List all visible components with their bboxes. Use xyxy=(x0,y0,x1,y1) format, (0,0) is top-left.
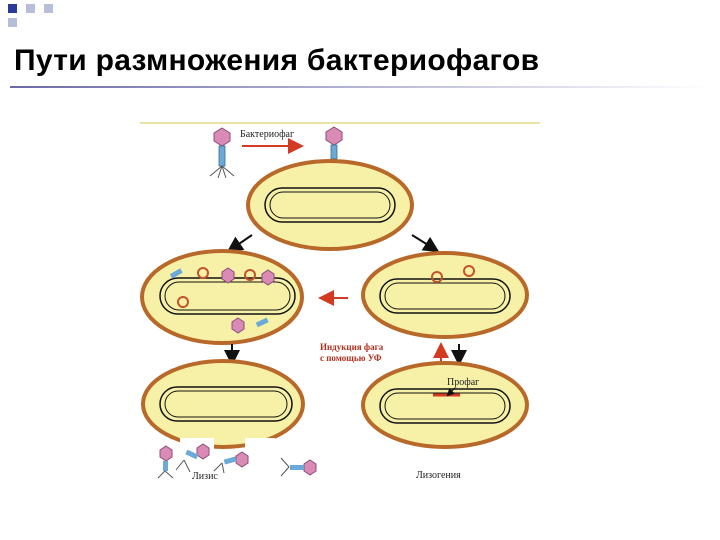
bacterial-cell-lysogenic xyxy=(361,251,529,339)
square-light-icon xyxy=(26,4,35,13)
label-prophage: Профаг xyxy=(447,377,479,388)
prophage-pointer xyxy=(446,387,456,397)
square-dark-icon xyxy=(8,4,17,13)
bacterial-cell-lytic xyxy=(140,249,304,345)
slide-title: Пути размножения бактериофагов xyxy=(14,44,540,77)
label-induction-line2: с помощью УФ xyxy=(320,353,382,363)
label-lysis: Лизис xyxy=(192,471,218,482)
bacterial-cell xyxy=(246,159,414,251)
square-light-icon xyxy=(8,18,17,27)
label-bacteriophage: Бактериофаг xyxy=(240,129,294,140)
released-phages xyxy=(157,443,317,479)
title-underline xyxy=(10,86,710,88)
decorative-corner-squares xyxy=(0,0,60,30)
bacterial-cell-prophage xyxy=(361,361,529,449)
phage-icon xyxy=(209,127,235,179)
label-lysogeny: Лизогения xyxy=(416,470,461,481)
arrow-lytic xyxy=(226,234,253,253)
label-induction-line1: Индукция фага xyxy=(320,342,384,352)
arrow-lysogenic xyxy=(411,234,440,253)
square-light-icon xyxy=(44,4,53,13)
bacterial-cell-lysis xyxy=(141,359,305,452)
